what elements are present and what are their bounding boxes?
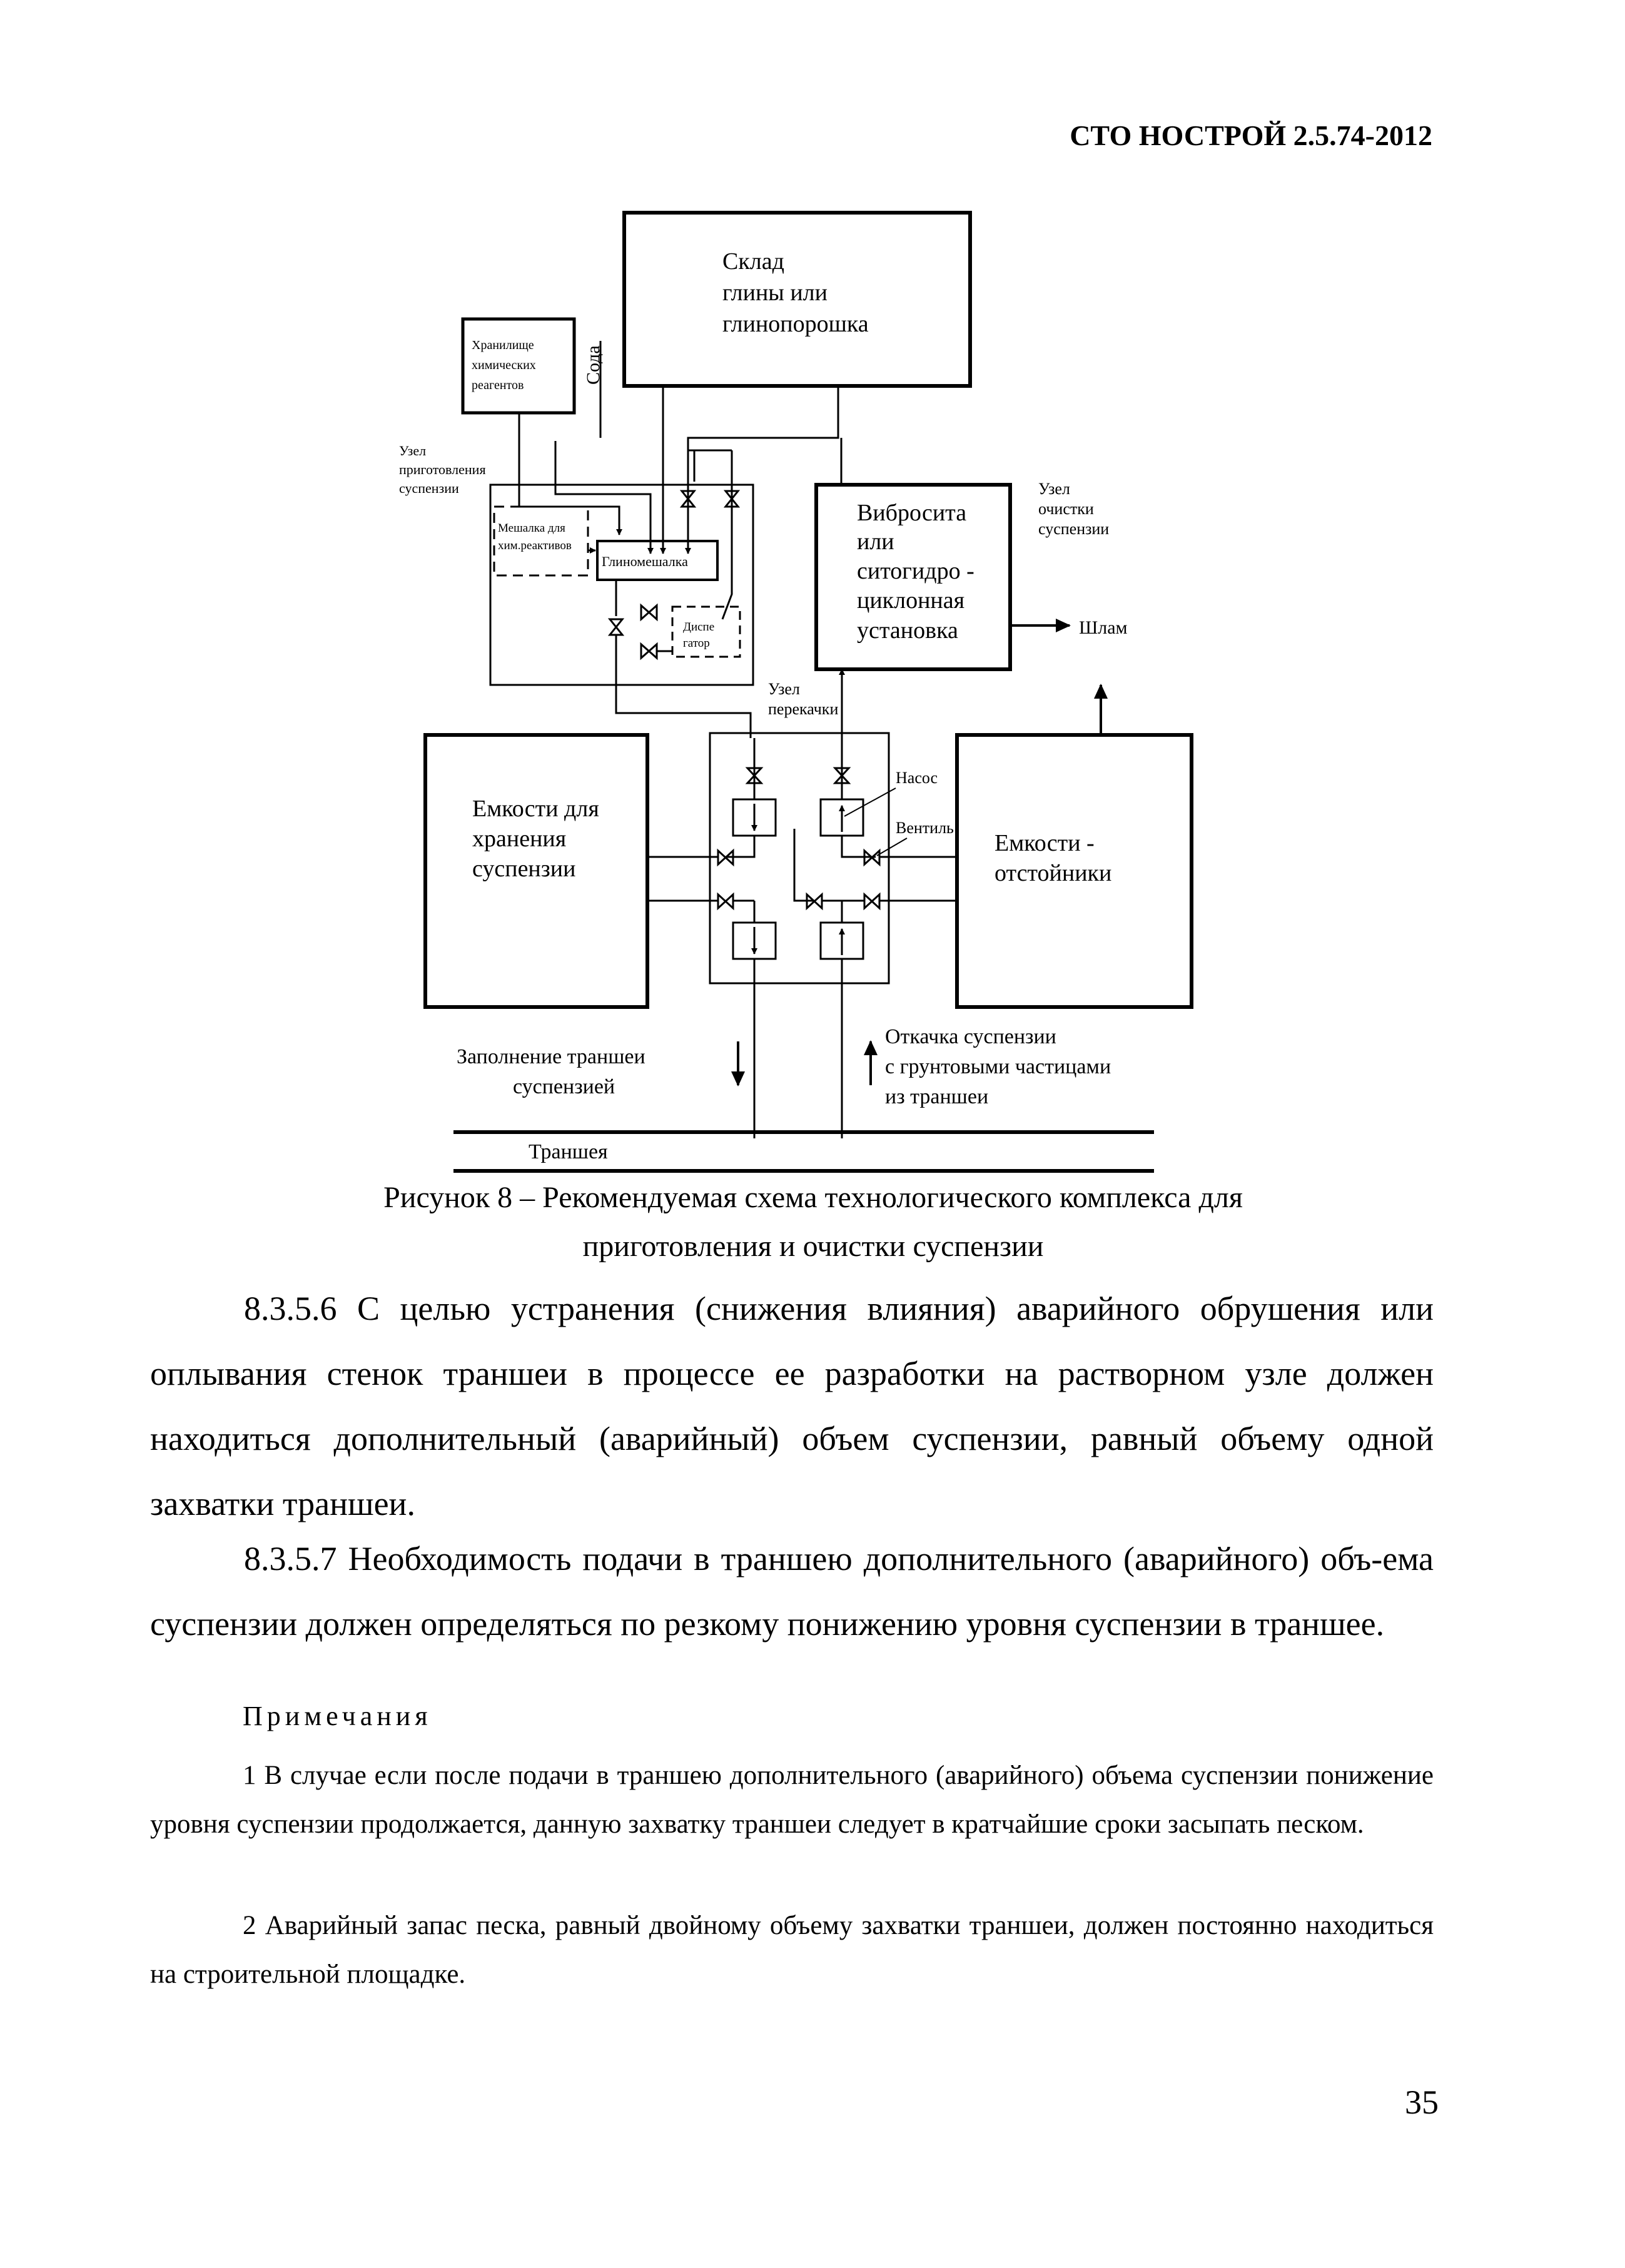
vibro-line1: Вибросита: [857, 500, 966, 526]
vibro-line5: установка: [857, 617, 958, 644]
clay-mixer-box: [596, 540, 719, 581]
figure-caption-line2: приготовления и очистки суспензии: [582, 1230, 1044, 1263]
fill-line2: суспензией: [513, 1075, 615, 1098]
storage-tanks-line2: хранения: [472, 826, 566, 852]
vibro-line3: ситогидро -: [857, 558, 974, 584]
figure-caption-line1: Рисунок 8 – Рекомендуемая схема технолог…: [383, 1181, 1243, 1214]
valve-pump-in-right: [833, 767, 851, 784]
clay-storage-line2: глины или: [722, 280, 828, 306]
paragraph-8-3-5-6: 8.3.5.6 С целью устранения (снижения вли…: [150, 1290, 1434, 1522]
chem-storage-line2: химических: [472, 358, 536, 372]
chem-mixer-line2: хим.реактивов: [498, 539, 572, 552]
dispatcher-line1: Диспе: [683, 620, 714, 634]
clay-storage-box: [622, 211, 972, 388]
notes-title: Примечания: [243, 1701, 432, 1731]
valve-label: Вентиль: [896, 819, 954, 837]
pump-node-line1: Узел: [768, 680, 800, 698]
valve-top-2: [723, 490, 741, 508]
valve-left-upper: [717, 848, 734, 867]
pump-label: Насос: [896, 769, 938, 787]
note-2: 2 Аварийный запас песка, равный двойному…: [150, 1911, 1434, 1989]
note-1: 1 В случае если после подачи в траншею д…: [150, 1761, 1434, 1839]
dispatcher-box: [671, 605, 741, 658]
page-number: 35: [1405, 2083, 1439, 2121]
pump-node-line2: перекачки: [768, 700, 838, 718]
dispatcher-line2: гатор: [683, 637, 710, 650]
storage-tanks-line1: Емкости для: [472, 796, 599, 822]
paragraph-8-3-5-7: 8.3.5.7 Необходимость подачи в траншею д…: [150, 1540, 1434, 1643]
storage-tanks-box: [423, 733, 649, 1009]
valve-disp-2: [640, 642, 658, 661]
settling-tanks-box: [955, 733, 1193, 1009]
chem-storage-line3: реагентов: [472, 378, 524, 392]
settling-tanks-line1: Емкости -: [995, 830, 1095, 856]
trench-label: Траншея: [529, 1140, 608, 1163]
valve-pump-in-left: [745, 767, 764, 784]
valve-disp-1: [640, 603, 658, 622]
pump-node-frame: [709, 732, 890, 985]
clean-node-line3: суспензии: [1038, 520, 1109, 538]
chem-mixer-line1: Мешалка для: [498, 522, 565, 535]
clay-storage-line1: Склад: [722, 248, 784, 275]
prep-node-line1: Узел: [399, 443, 426, 458]
valve-left-lower: [717, 892, 734, 911]
pumpout-line1: Откачка суспензии: [885, 1025, 1056, 1048]
chem-storage-line1: Хранилище: [472, 338, 534, 352]
clean-node-line2: очистки: [1038, 500, 1094, 518]
prep-node-frame: [489, 483, 754, 686]
fill-line1: Заполнение траншеи: [457, 1045, 645, 1068]
prep-node-line3: суспензии: [399, 480, 459, 496]
valve-right-lower: [863, 892, 881, 911]
vibro-line4: циклонная: [857, 587, 964, 614]
settling-tanks-line2: отстойники: [995, 860, 1111, 886]
clay-mixer-label: Глиномешалка: [602, 554, 688, 569]
sludge-label: Шлам: [1079, 617, 1128, 638]
valve-mid-lower: [806, 892, 823, 911]
valve-right-upper: [863, 848, 881, 867]
document-code-header: СТО НОСТРОЙ 2.5.74-2012: [1070, 119, 1432, 151]
clay-storage-line3: глинопорошка: [722, 311, 869, 337]
valve-mixer-out: [607, 618, 625, 636]
storage-tanks-line3: суспензии: [472, 856, 575, 882]
pumpout-line3: из траншеи: [885, 1085, 988, 1108]
valve-top-1: [679, 490, 697, 508]
pumpout-line2: с грунтовыми частицами: [885, 1055, 1111, 1078]
vibro-unit-box: [814, 483, 1012, 671]
vibro-line2: или: [857, 529, 894, 555]
clean-node-line1: Узел: [1038, 480, 1070, 498]
prep-node-line2: приготовления: [399, 462, 486, 477]
